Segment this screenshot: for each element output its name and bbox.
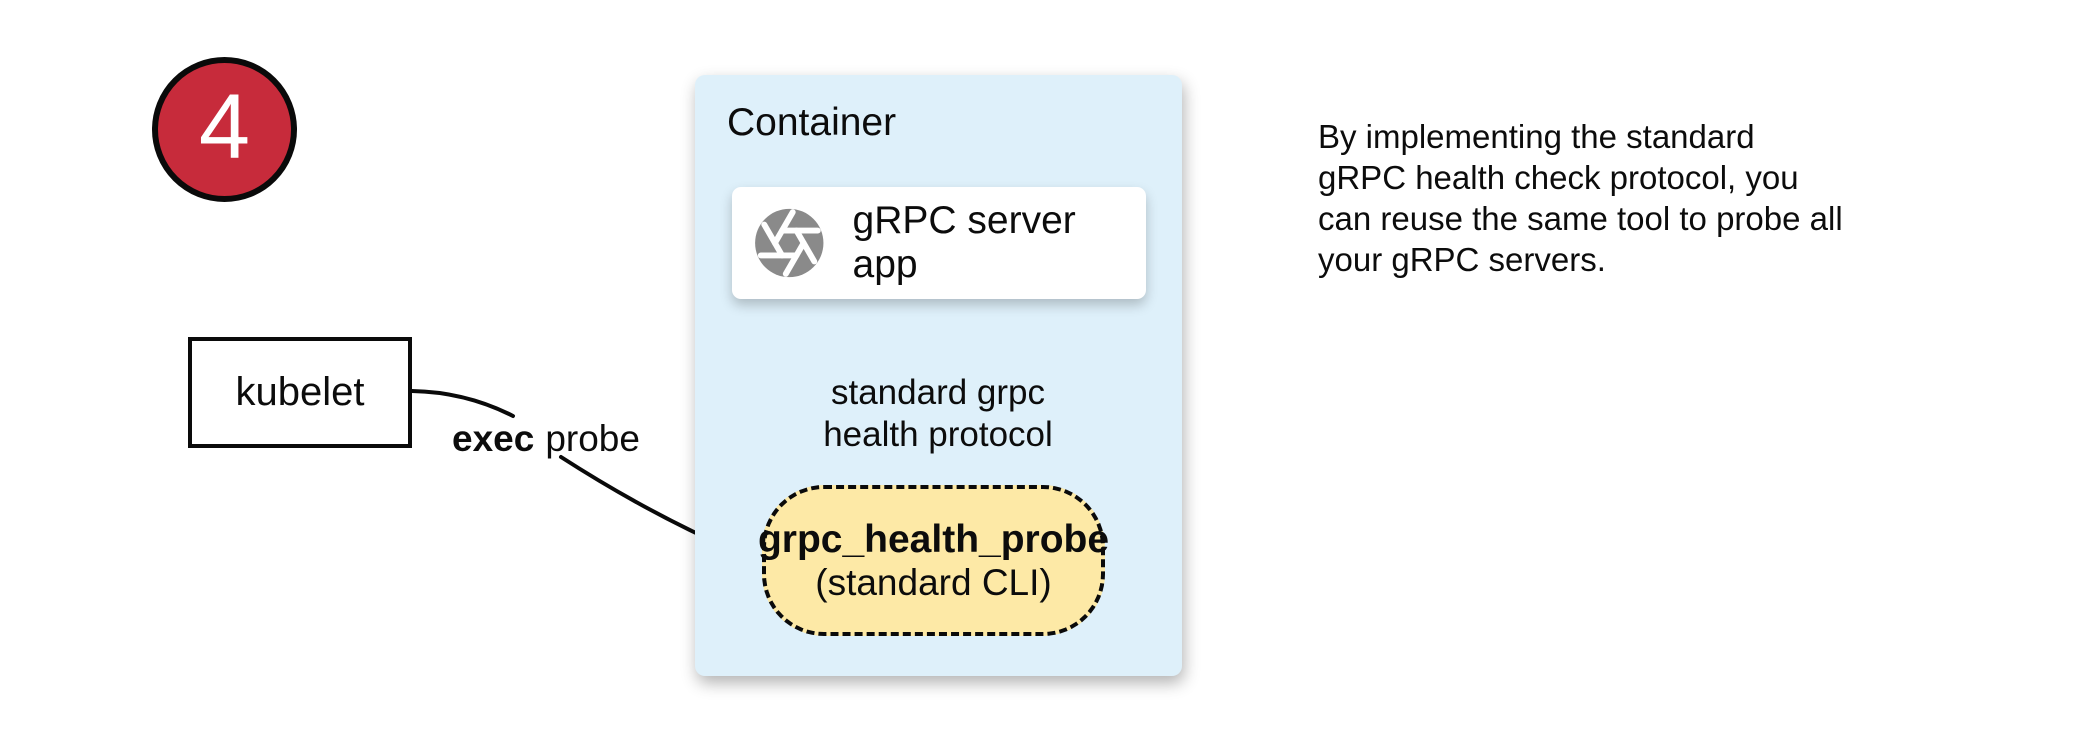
kubelet-label: kubelet [235,370,365,414]
note-text: By implementing the standard gRPC health… [1318,116,1843,280]
grpc-health-probe-subtitle: (standard CLI) [815,561,1052,603]
container-title: Container [727,101,897,144]
exec-probe-label-regular: probe [545,418,640,459]
grpc-server-app-box: gRPC server app [732,187,1146,299]
note-line: can reuse the same tool to probe all [1318,200,1843,237]
protocol-arrow-label-line2: health protocol [823,415,1053,454]
protocol-arrow-label-line1: standard grpc [830,373,1046,412]
kubelet-arrow-segment-1 [410,389,515,418]
aperture-icon [755,208,824,278]
grpc-server-app-label: gRPC server app [852,199,1076,286]
kubelet-box: kubelet [188,337,412,448]
step-badge: 4 [152,57,297,202]
protocol-arrow-label: standard grpc health protocol [788,372,1088,456]
note-line: your gRPC servers. [1318,241,1606,278]
container-box: Container gRPC server app grpc_health_pr… [695,75,1182,676]
step-number: 4 [198,75,251,178]
exec-probe-label-bold: exec [452,418,535,459]
note-line: By implementing the standard [1318,118,1755,155]
grpc-health-probe-title: grpc_health_probe [757,517,1110,561]
note-line: gRPC health check protocol, you [1318,159,1799,196]
grpc-health-probe-box: grpc_health_probe (standard CLI) [758,485,1109,636]
